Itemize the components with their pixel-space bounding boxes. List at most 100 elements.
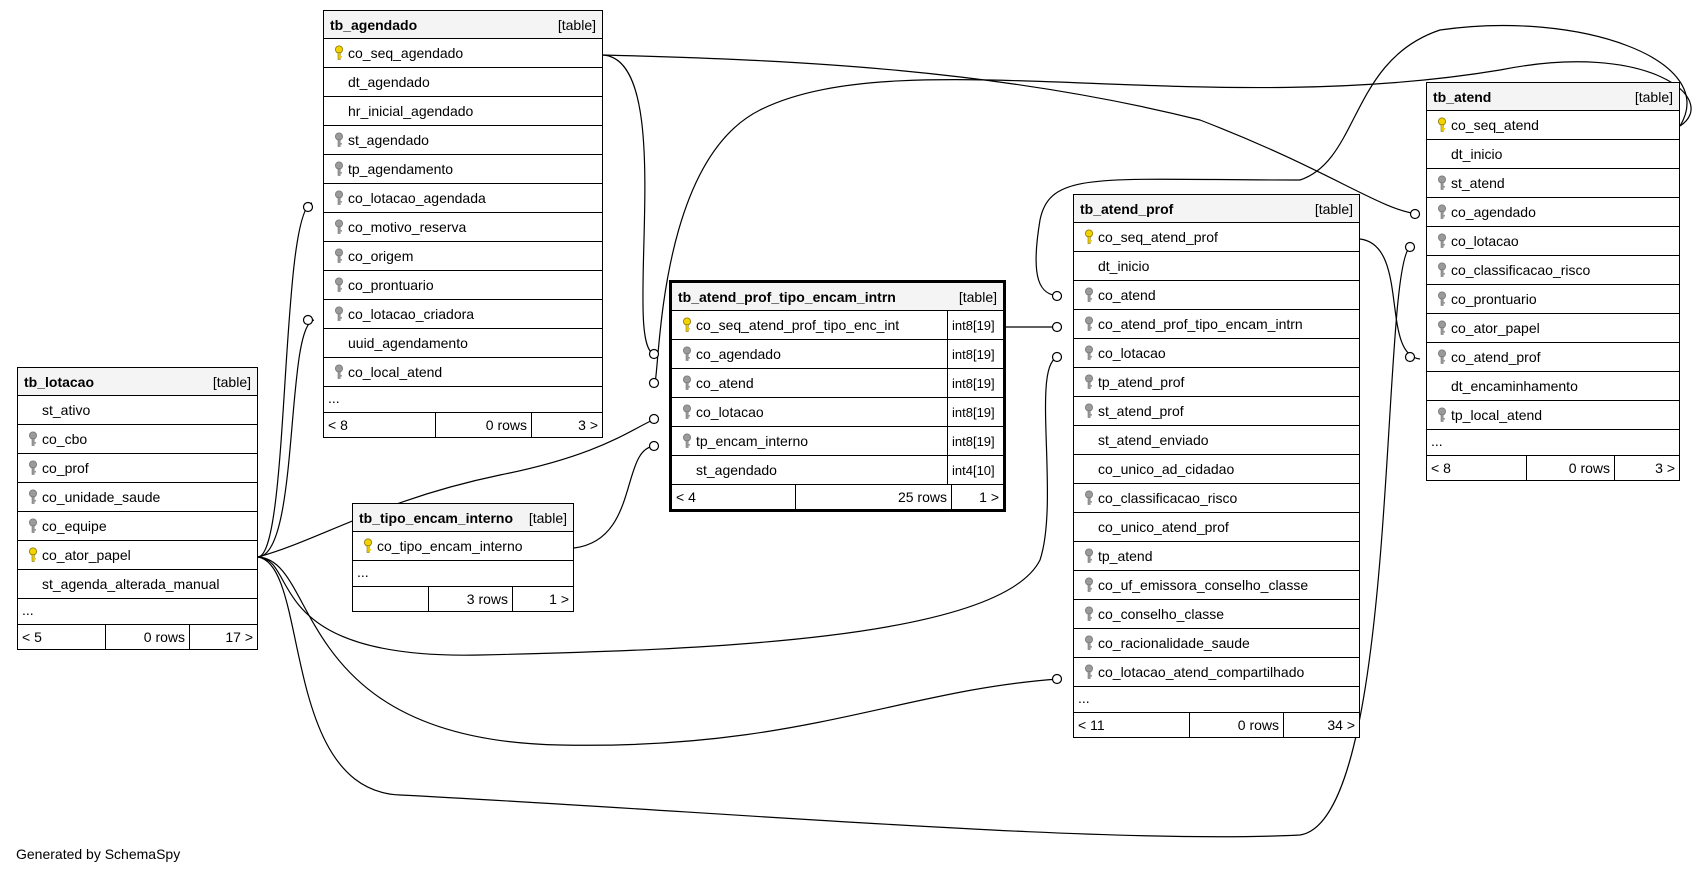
more-columns[interactable]: ... <box>18 599 257 625</box>
column-name: tp_atend_prof <box>1098 374 1185 390</box>
column-row[interactable]: co_cbo <box>18 425 257 454</box>
table-name[interactable]: tb_agendado <box>330 16 418 33</box>
column-row[interactable]: st_atend_prof <box>1074 397 1359 426</box>
column-row[interactable]: dt_agendado <box>324 68 602 97</box>
column-row[interactable]: dt_inicio <box>1427 140 1679 169</box>
column-row[interactable]: co_unidade_saude <box>18 483 257 512</box>
column-row[interactable]: co_lotacao_agendada <box>324 184 602 213</box>
relation-end-circle <box>1051 321 1063 333</box>
column-row[interactable]: co_uf_emissora_conselho_classe <box>1074 571 1359 600</box>
column-row[interactable]: co_ator_papel <box>1427 314 1679 343</box>
column-row[interactable]: uuid_agendamento <box>324 329 602 358</box>
column-row[interactable]: hr_inicial_agendado <box>324 97 602 126</box>
parents-link[interactable]: < 5 <box>18 625 106 649</box>
column-row[interactable]: co_atend_prof <box>1427 343 1679 372</box>
column-row[interactable]: co_seq_atend <box>1427 111 1679 140</box>
table-name[interactable]: tb_atend <box>1433 88 1492 105</box>
table-header[interactable]: tb_tipo_encam_interno[table] <box>353 504 573 532</box>
column-row[interactable]: co_unico_ad_cidadao <box>1074 455 1359 484</box>
table-tb-tipo-encam-interno[interactable]: tb_tipo_encam_interno[table]co_tipo_enca… <box>352 503 574 612</box>
table-kind: [table] <box>557 16 596 33</box>
table-name[interactable]: tb_tipo_encam_interno <box>359 509 514 526</box>
children-link[interactable]: 3 > <box>1655 460 1675 476</box>
children-link[interactable]: 3 > <box>578 417 598 433</box>
parents-link[interactable]: < 8 <box>324 413 436 437</box>
column-row[interactable]: co_equipe <box>18 512 257 541</box>
column-row[interactable]: co_classificacao_risco <box>1427 256 1679 285</box>
column-row[interactable]: co_prof <box>18 454 257 483</box>
column-row[interactable]: co_racionalidade_saude <box>1074 629 1359 658</box>
relation-end-circle <box>1404 351 1416 363</box>
children-link[interactable]: 17 > <box>225 629 253 645</box>
table-header[interactable]: tb_atend[table] <box>1427 83 1679 111</box>
column-row[interactable]: co_lotacao <box>1074 339 1359 368</box>
column-row[interactable]: co_lotacao_criadora <box>324 300 602 329</box>
table-tb-atend-prof-tipo-encam-intrn[interactable]: tb_atend_prof_tipo_encam_intrn[table]co_… <box>669 280 1006 512</box>
column-row[interactable]: co_prontuario <box>1427 285 1679 314</box>
column-row[interactable]: co_atend <box>1074 281 1359 310</box>
parents-link[interactable]: < 4 <box>672 485 796 509</box>
more-columns[interactable]: ... <box>1074 687 1359 713</box>
column-row[interactable]: co_lotacao_atend_compartilhado <box>1074 658 1359 687</box>
children-link[interactable]: 34 > <box>1327 717 1355 733</box>
row-count: 25 rows <box>796 485 952 509</box>
column-row[interactable]: st_ativo <box>18 396 257 425</box>
column-row[interactable]: st_agenda_alterada_manual <box>18 570 257 599</box>
column-row[interactable]: tp_atend <box>1074 542 1359 571</box>
column-row[interactable]: co_tipo_encam_interno <box>353 532 573 561</box>
column-name: co_agendado <box>696 346 781 362</box>
table-header[interactable]: tb_lotacao[table] <box>18 368 257 396</box>
more-columns[interactable]: ... <box>353 561 573 587</box>
column-row[interactable]: co_prontuario <box>324 271 602 300</box>
column-row[interactable]: dt_inicio <box>1074 252 1359 281</box>
column-row[interactable]: co_ator_papel <box>18 541 257 570</box>
column-row[interactable]: co_motivo_reserva <box>324 213 602 242</box>
more-columns[interactable]: ... <box>1427 430 1679 456</box>
foreign-key-icon <box>1080 635 1098 652</box>
column-row[interactable]: co_agendado <box>1427 198 1679 227</box>
column-row[interactable]: tp_atend_prof <box>1074 368 1359 397</box>
column-row[interactable]: tp_local_atend <box>1427 401 1679 430</box>
column-row[interactable]: co_lotacao <box>1427 227 1679 256</box>
column-name: co_lotacao_criadora <box>348 306 475 322</box>
children-link[interactable]: 1 > <box>549 591 569 607</box>
column-row[interactable]: dt_encaminhamento <box>1427 372 1679 401</box>
column-row[interactable]: co_classificacao_risco <box>1074 484 1359 513</box>
parents-link[interactable]: < 11 <box>1074 713 1190 737</box>
column-row[interactable]: co_seq_atend_prof <box>1074 223 1359 252</box>
primary-key-icon <box>359 538 377 555</box>
column-row[interactable]: st_agendado <box>324 126 602 155</box>
column-row[interactable]: co_local_atend <box>324 358 602 387</box>
table-name[interactable]: tb_atend_prof_tipo_encam_intrn <box>678 288 896 305</box>
table-header[interactable]: tb_atend_prof_tipo_encam_intrn[table] <box>672 283 1003 311</box>
parents-link[interactable] <box>353 587 429 611</box>
column-row[interactable]: co_unico_atend_prof <box>1074 513 1359 542</box>
column-row[interactable]: st_atend <box>1427 169 1679 198</box>
column-row[interactable]: co_conselho_classe <box>1074 600 1359 629</box>
table-header[interactable]: tb_atend_prof[table] <box>1074 195 1359 223</box>
column-row[interactable]: co_seq_agendado <box>324 39 602 68</box>
parents-link[interactable]: < 8 <box>1427 456 1527 480</box>
table-name[interactable]: tb_atend_prof <box>1080 200 1174 217</box>
children-link[interactable]: 1 > <box>979 489 999 505</box>
column-row[interactable]: tp_agendamento <box>324 155 602 184</box>
table-header[interactable]: tb_agendado [table] <box>324 11 602 39</box>
column-row[interactable]: co_atend_prof_tipo_encam_intrn <box>1074 310 1359 339</box>
relation-line <box>257 202 313 558</box>
relation-end-circle <box>1409 208 1421 220</box>
table-name[interactable]: tb_lotacao <box>24 373 95 390</box>
column-row[interactable]: st_atend_enviado <box>1074 426 1359 455</box>
column-row[interactable]: co_origem <box>324 242 602 271</box>
more-columns[interactable]: ... <box>324 387 602 413</box>
